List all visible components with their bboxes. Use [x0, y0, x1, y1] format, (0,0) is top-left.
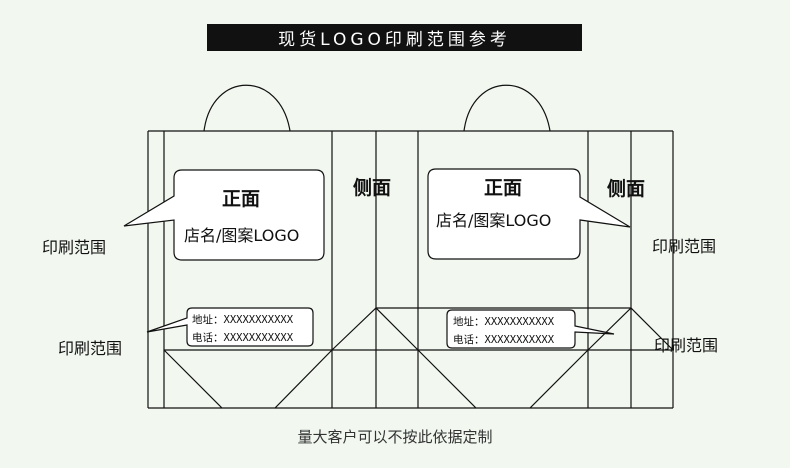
print-area-label-left-lower: 印刷范围	[58, 339, 123, 358]
left-contact-callout	[146, 307, 314, 347]
diagram-title: 现货LOGO印刷范围参考	[278, 30, 511, 50]
print-area-label-right-lower: 印刷范围	[654, 336, 719, 355]
print-area-label-left-upper: 印刷范围	[42, 238, 107, 257]
left-front-subtitle: 店名/图案LOGO	[184, 226, 300, 245]
left-side-label: 侧面	[353, 177, 392, 199]
right-front-title: 正面	[484, 177, 523, 199]
footer-note: 量大客户可以不按此依据定制	[297, 428, 493, 446]
title-bar: 现货LOGO印刷范围参考	[207, 24, 582, 51]
print-area-label-right-upper: 印刷范围	[652, 237, 717, 256]
right-bag-handle	[463, 84, 551, 132]
left-contact-address: 地址：XXXXXXXXXXX	[192, 314, 294, 326]
right-front-subtitle: 店名/图案LOGO	[436, 211, 552, 230]
left-front-title: 正面	[222, 188, 261, 210]
right-front-callout	[427, 168, 631, 260]
right-contact-callout	[446, 309, 615, 349]
right-contact-address: 地址：XXXXXXXXXXX	[453, 316, 555, 328]
right-side-label: 侧面	[607, 178, 646, 200]
right-contact-phone: 电话：XXXXXXXXXXX	[453, 334, 555, 346]
left-contact-phone: 电话：XXXXXXXXXXX	[192, 332, 294, 344]
left-bag-handle	[203, 84, 291, 132]
left-front-callout	[123, 169, 325, 261]
